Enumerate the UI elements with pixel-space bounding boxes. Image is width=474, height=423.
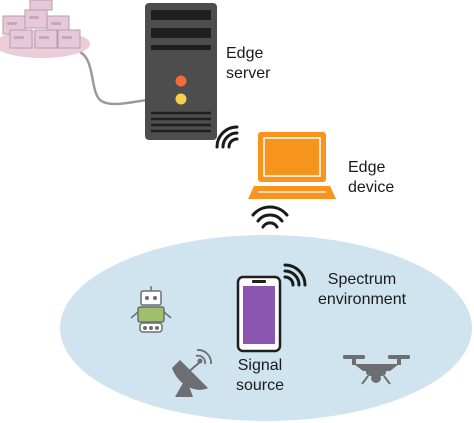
signal-source-label-line2: source (235, 377, 285, 394)
edge-server-label-line1: Edge (226, 45, 264, 62)
spectrum-environment-label-line1: Spectrum (327, 271, 397, 288)
robot-icon (130, 286, 172, 333)
spectrum-environment-label-line2: environment (318, 291, 407, 308)
cloud-servers-icon (0, 0, 90, 58)
spectrum-environment-label: Spectrum environment (318, 270, 406, 310)
drone-icon (343, 355, 410, 385)
signal-source-label-line1: Signal (237, 357, 283, 374)
edge-device-label: Edge device (348, 158, 394, 198)
signal-source-label: Signal source (229, 356, 291, 396)
edge-device-label-line2: device (348, 179, 395, 196)
network-cable (79, 50, 149, 106)
wireless-signal-icon (215, 125, 239, 149)
wireless-signal-icon-3 (283, 263, 307, 287)
tower-server-icon (145, 3, 217, 140)
edge-server-label: Edge server (226, 44, 270, 84)
smartphone-icon (236, 275, 282, 353)
wireless-signal-icon-2 (251, 205, 289, 229)
satellite-dish-icon (172, 349, 212, 397)
edge-server-label-line2: server (226, 65, 271, 82)
edge-device-label-line1: Edge (348, 159, 386, 176)
laptop-icon (248, 132, 336, 199)
